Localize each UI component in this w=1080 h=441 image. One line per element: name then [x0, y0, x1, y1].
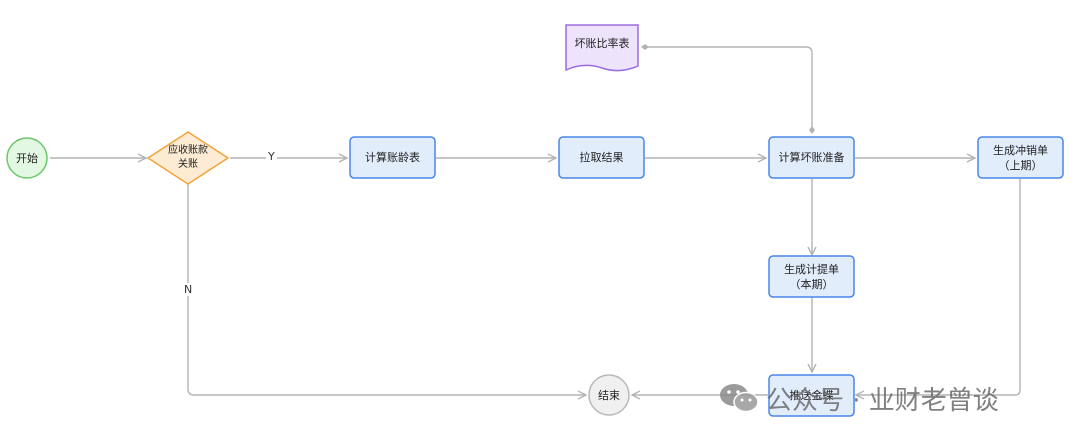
aging-node[interactable] [349, 136, 436, 179]
watermark: 公众号 · 业财老曾谈 [718, 378, 999, 418]
start-label: 开始 [16, 151, 38, 165]
decision-node[interactable] [146, 131, 230, 185]
accrue-node[interactable] [768, 255, 855, 298]
aging-label: 计算账龄表 [365, 151, 420, 164]
reverse-node[interactable] [977, 136, 1064, 179]
edge-label-yes: Y [266, 150, 277, 163]
push-node[interactable] [768, 374, 855, 417]
accrue-label: 生成计提单 （本期） [784, 262, 839, 291]
edge-ratio-calc [641, 44, 815, 134]
ratio-label: 坏账比率表 [574, 36, 630, 50]
end-node[interactable] [588, 374, 630, 416]
pull-node[interactable] [558, 136, 645, 179]
end-label: 结束 [598, 388, 620, 402]
ratio-document-node[interactable] [565, 24, 639, 72]
push-label: 推送金蝶 [789, 389, 834, 402]
edge-label-no: N [182, 283, 195, 296]
decision-label: 应收账款 关账 [168, 145, 208, 170]
edge-decision-end [187, 184, 586, 395]
reverse-label: 生成冲销单 （上期） [993, 143, 1048, 172]
wechat-icon [720, 384, 759, 413]
calc-label: 计算坏账准备 [778, 151, 845, 164]
start-node[interactable] [6, 137, 48, 179]
calc-node[interactable] [768, 136, 855, 179]
watermark-text: 公众号 · 业财老曾谈 [766, 385, 999, 416]
pull-label: 拉取结果 [579, 151, 624, 164]
edge-reverse-push [856, 179, 1021, 395]
